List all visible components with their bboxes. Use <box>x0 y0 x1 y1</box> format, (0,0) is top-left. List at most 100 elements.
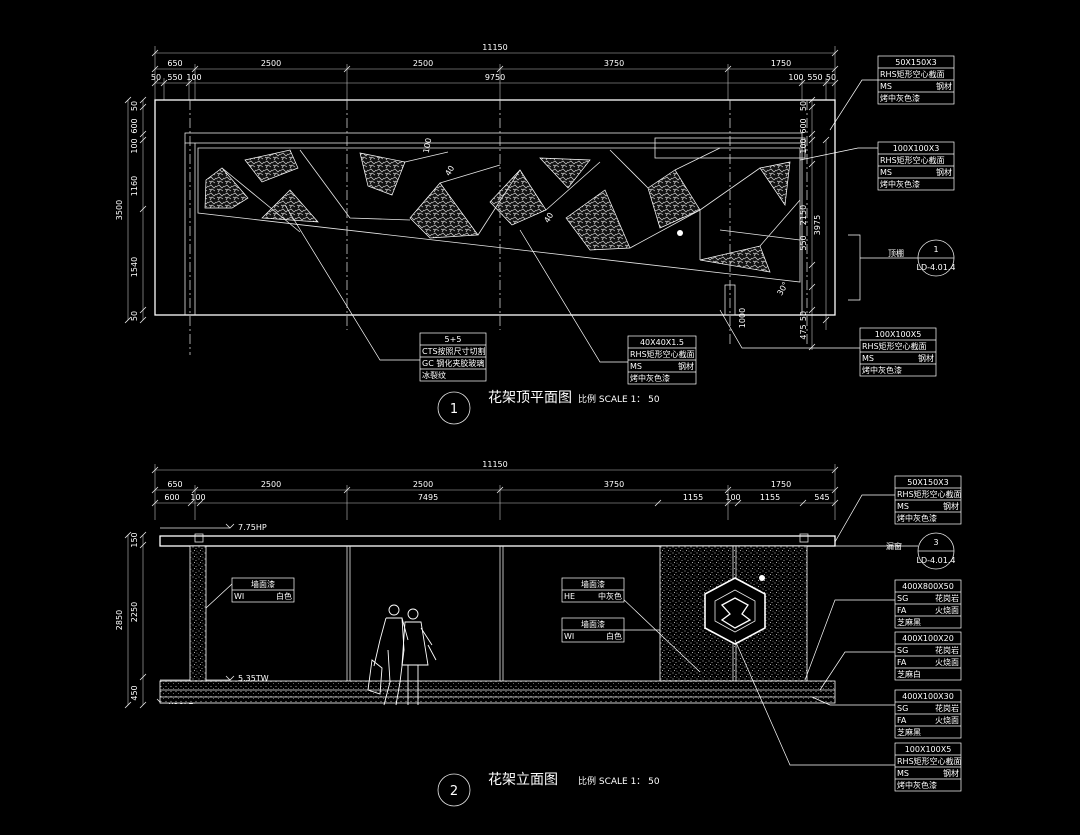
elev-dim-mid-5: 100 <box>725 493 740 502</box>
plan-ref-bubble <box>917 239 955 277</box>
plan-note-0-row-0-key: RHS矩形空心截面 <box>880 69 945 79</box>
plan-inner-dim-1: 100 <box>422 137 434 154</box>
plan-dim-mid-6: 50 <box>826 73 836 82</box>
elev-dim-left-3: 450 <box>130 685 139 700</box>
elevation-view: 11150 650 2500 2500 3750 1750 600 100 74… <box>115 460 956 807</box>
elev-wall-note-0-row-0-key: WI <box>234 592 244 601</box>
plan-ref-label: 顶棚 <box>888 248 904 258</box>
elev-wall-note-2-head: 墙面漆 <box>581 619 605 629</box>
plan-note-3-row-0-key: RHS矩形空心截面 <box>630 349 695 359</box>
plan-dim-left-3: 100 <box>130 138 139 153</box>
plan-dim-right-5: 2150 <box>799 205 808 225</box>
elev-note-4-row-0-key: RHS矩形空心截面 <box>897 756 962 766</box>
plan-note-1-row-0-key: RHS矩形空心截面 <box>880 155 945 165</box>
elev-note-4-head: 100X100X5 <box>905 745 952 754</box>
plan-dim-right-7: 1000 <box>738 308 747 328</box>
plan-note-4-row-2-key: 冰裂纹 <box>422 370 446 380</box>
plan-dim-mid-center: 9750 <box>485 73 505 82</box>
plan-dim-right-8: 475 <box>799 324 808 339</box>
elev-note-0-row-1-key: MS <box>897 502 909 511</box>
elev-dim-total: 11150 <box>482 460 507 469</box>
elev-dim-top-1: 650 <box>167 480 182 489</box>
elev-ref-label: 漏窗 <box>886 541 902 551</box>
plan-dim-mid-5: 550 <box>807 73 822 82</box>
plan-note-2-head: 100X100X5 <box>875 330 922 339</box>
plan-note-0-row-1-key: MS <box>880 82 892 91</box>
elev-left-pillar <box>189 545 207 682</box>
plan-title-number: 1 <box>450 402 458 417</box>
elev-note-2-row-0-key: SG <box>897 646 908 655</box>
plan-title: 花架顶平面图 <box>488 390 572 406</box>
elev-ref-sheet: LD-4.01.4 <box>917 556 956 565</box>
plan-dim-top-5: 1750 <box>771 59 791 68</box>
plan-note-3-row-1-key: MS <box>630 362 642 371</box>
elev-dim-left-total: 2850 <box>115 610 124 630</box>
elev-note-0-row-0-key: RHS矩形空心截面 <box>897 489 962 499</box>
plan-inner-dim-2: 40 <box>443 164 456 177</box>
elev-note-4-row-1-val: 钢材 <box>943 768 959 778</box>
plan-dim-top-2: 2500 <box>261 59 281 68</box>
plan-scale: 比例 SCALE 1： 50 <box>578 393 660 405</box>
elev-title: 花架立面图 <box>488 772 558 788</box>
plan-view: 11150 650 2500 2500 3750 1750 50 550 100… <box>115 43 955 425</box>
elev-wall-note-1-row-0-key: HE <box>564 592 575 601</box>
plan-note-1-row-1-val: 钢材 <box>936 167 952 177</box>
plan-note-3-row-2-key: 烤中灰色漆 <box>630 373 670 383</box>
elev-note-3-row-0-key: SG <box>897 704 908 713</box>
plan-note-1-row-2-key: 烤中灰色漆 <box>880 179 920 189</box>
plan-note-2-row-2-key: 烤中灰色漆 <box>862 365 902 375</box>
elev-note-3-row-0-val: 花岗岩 <box>935 703 959 713</box>
plan-note-2-row-0-key: RHS矩形空心截面 <box>862 341 927 351</box>
plan-note-0-row-1-val: 钢材 <box>936 81 952 91</box>
plan-note-3-row-1-val: 钢材 <box>678 361 694 371</box>
elev-note-1-row-2-key: 芝麻黑 <box>897 617 921 627</box>
plan-title-bubble <box>437 391 471 425</box>
elev-wall-note-2-row-0-val: 白色 <box>606 631 622 641</box>
plan-note-4-row-1-key: GC 钢化夹胶玻璃 <box>422 358 484 368</box>
plan-note-1-head: 100X100X3 <box>893 144 940 153</box>
plan-dim-left-5: 1540 <box>130 257 139 277</box>
elev-hex-window <box>704 577 766 645</box>
plan-note-4-row-0-key: CTS按照尺寸切割 <box>422 346 486 356</box>
elev-top-beam <box>159 535 836 547</box>
plan-dim-mid-3: 100 <box>186 73 201 82</box>
elev-wall-note-0-head: 墙面漆 <box>251 579 275 589</box>
plan-note-0-row-2-key: 烤中灰色漆 <box>880 93 920 103</box>
elev-scale: 比例 SCALE 1： 50 <box>578 775 660 787</box>
plan-dim-right-3: 100 <box>799 138 808 153</box>
elev-note-2-row-1-key: FA <box>897 658 907 667</box>
plan-left-dims <box>124 96 147 324</box>
elev-dim-lines <box>151 464 839 520</box>
elev-people-figures <box>367 604 437 706</box>
elev-note-0-row-1-val: 钢材 <box>943 501 959 511</box>
plan-note-2-row-1-val: 钢材 <box>918 353 934 363</box>
plan-dim-right-4: 550 <box>799 235 808 250</box>
plan-note-3-head: 40X40X1.5 <box>640 338 684 347</box>
plan-dim-left-2: 600 <box>130 118 139 133</box>
plan-dim-mid-2: 550 <box>167 73 182 82</box>
elev-dim-mid-6: 1155 <box>760 493 780 502</box>
plan-dim-left-6: 50 <box>130 311 139 321</box>
plan-outer-frame <box>154 99 836 316</box>
elev-note-4-row-2-key: 烤中灰色漆 <box>897 780 937 790</box>
elev-note-3-row-1-val: 火烧面 <box>935 715 959 725</box>
elev-dim-mid-3: 7495 <box>418 493 438 502</box>
plan-centerlines <box>189 100 808 355</box>
elev-base-strip <box>159 680 836 704</box>
elev-note-3-row-1-key: FA <box>897 716 907 725</box>
plan-dim-mid-4: 100 <box>788 73 803 82</box>
elev-level-top: 7.75HP <box>238 523 267 532</box>
plan-note-1-row-1-key: MS <box>880 168 892 177</box>
